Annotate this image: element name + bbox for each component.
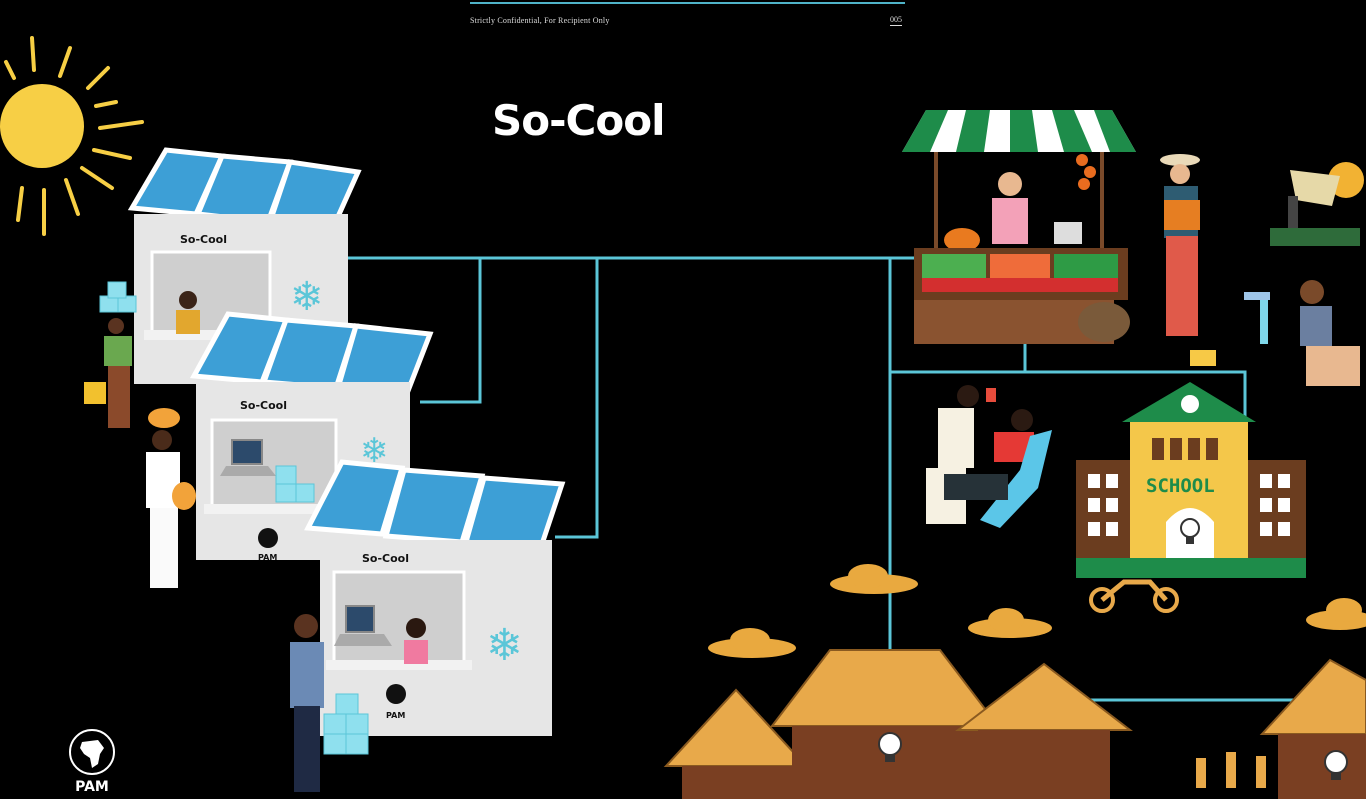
- ice-cube-icon: [275, 465, 315, 503]
- kiosk-3-badge: PAM: [386, 711, 405, 720]
- light-bulb-icon: [1324, 750, 1348, 780]
- sun-icon: [0, 36, 144, 236]
- bending-farmer-figure: [1270, 162, 1364, 246]
- kiosk-2: So-Cool ❄ PAM: [189, 311, 434, 562]
- hut: [769, 649, 1001, 799]
- man-vendor-figure: [290, 614, 369, 792]
- snowflake-icon: ❄: [290, 275, 324, 319]
- kiosk-3-label: So-Cool: [362, 552, 409, 565]
- cloud-icon: [708, 628, 796, 658]
- page-number: 005: [890, 15, 902, 26]
- kiosk-3: So-Cool ❄ PAM: [304, 459, 566, 736]
- woman-with-ice-figure: [84, 281, 137, 428]
- kiosk-2-label: So-Cool: [240, 399, 287, 412]
- farmer-figure: [1160, 154, 1200, 336]
- kiosk-2-badge: PAM: [258, 553, 277, 562]
- ice-cube-icon: [323, 693, 369, 755]
- woman-carrying-pot-figure: [146, 408, 196, 588]
- solar-panel-icon: [304, 459, 566, 553]
- africa-icon: [69, 729, 115, 775]
- snowflake-icon: ❄: [486, 621, 523, 670]
- dancers-figure: [1196, 752, 1266, 788]
- cloud-icon: [1306, 598, 1366, 630]
- kiosk-1-label: So-Cool: [180, 233, 227, 246]
- village-huts: [663, 649, 1366, 799]
- logo-text: PAM: [75, 779, 109, 795]
- laptop-icon: [220, 439, 276, 476]
- water-tap-figure: [1244, 280, 1360, 386]
- africa-icon: [386, 684, 406, 704]
- africa-icon: [258, 528, 278, 548]
- light-bulb-icon: [878, 732, 902, 762]
- hut: [1259, 658, 1366, 799]
- market-stall: [902, 110, 1136, 344]
- connector-lines: [340, 256, 1300, 702]
- light-bulb-icon: [1180, 518, 1200, 544]
- solar-panel-icon: [189, 311, 434, 399]
- laptop-icon: [334, 605, 392, 646]
- cloud-icon: [830, 564, 918, 594]
- confidential-notice: Strictly Confidential, For Recipient Onl…: [470, 16, 610, 25]
- school-building: SCHOOL: [1076, 350, 1306, 578]
- pam-logo: PAM: [66, 728, 118, 795]
- healthcare-scene: [926, 385, 1052, 528]
- header-divider: [470, 2, 905, 4]
- motorcycle-icon: [1089, 579, 1179, 613]
- slide-title: So-Cool: [492, 96, 665, 145]
- school-sign: SCHOOL: [1146, 475, 1215, 497]
- cloud-icon: [968, 608, 1052, 638]
- ice-cube-icon: [99, 281, 137, 313]
- hut: [663, 688, 809, 799]
- hut: [955, 662, 1133, 799]
